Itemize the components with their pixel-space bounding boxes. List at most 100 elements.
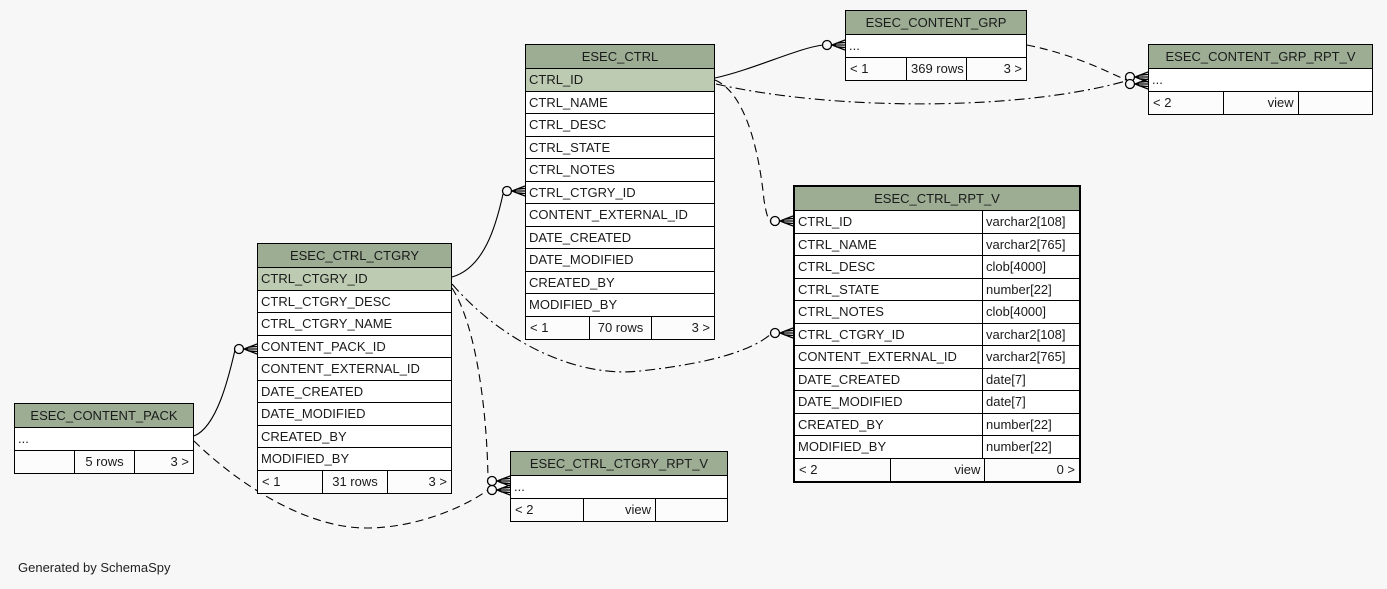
footer-cell: view [583,498,655,521]
column-type: number[22] [982,436,1079,458]
table-title-esec_ctrl[interactable]: ESEC_CTRL [526,45,714,68]
column-name: DATE_MODIFIED [798,394,903,409]
column-name: CTRL_NAME [529,94,608,110]
column-row: CTRL_ID varchar2[108] [795,210,1079,233]
column-row: CTRL_STATE [526,135,714,158]
footer-cell: 3 > [386,470,451,493]
relationship-ctrl-ctgry-ctrl [451,193,504,278]
footer-cell: 70 rows [588,316,652,339]
table-esec_ctrl_ctgry_rpt_v[interactable]: ESEC_CTRL_CTGRY_RPT_V... < 2 view [510,451,728,522]
column-name: DATE_CREATED [261,383,364,399]
column-type: clob[4000] [982,301,1079,323]
relationship-ctrl-ctrl-rpt-v [714,79,772,222]
footer-cell: 369 rows [906,57,966,80]
footer-cell: 0 > [984,458,1079,481]
footer-cell: view [889,458,985,481]
column-row: DATE_MODIFIED [526,248,714,271]
footer-cell: 3 > [966,57,1026,80]
table-title-esec_ctrl_ctgry_rpt_v[interactable]: ESEC_CTRL_CTGRY_RPT_V [511,452,727,475]
column-row: CONTENT_EXTERNAL_ID [526,203,714,226]
column-type: varchar2[765] [982,233,1079,255]
table-title-esec_content_grp[interactable]: ESEC_CONTENT_GRP [846,11,1026,34]
footer-cell: 31 rows [322,470,386,493]
footer-cell [15,451,74,473]
column-name: CTRL_STATE [529,139,611,155]
footer-cell: < 2 [799,461,818,477]
column-row: CTRL_NAME [526,90,714,113]
table-footer: < 2 view [511,497,727,521]
table-title-esec_content_grp_rpt_v[interactable]: ESEC_CONTENT_GRP_RPT_V [1149,45,1372,68]
column-row: CTRL_CTGRY_NAME [258,312,451,335]
column-type: varchar2[108] [982,323,1079,345]
column-name: CREATED_BY [798,416,884,432]
column-row: ... [15,427,193,450]
column-name: CREATED_BY [529,274,615,290]
footer-cell: 3 > [651,316,714,339]
column-name: DATE_CREATED [529,229,632,245]
column-row: CONTENT_PACK_ID [258,334,451,357]
column-type: date[7] [982,391,1079,413]
column-type: clob[4000] [982,256,1079,278]
footer-cell: 3 > [133,450,193,473]
column-name: DATE_MODIFIED [529,252,634,267]
column-name: CTRL_DESC [529,117,607,132]
column-name: MODIFIED_BY [529,297,618,312]
column-row: CTRL_CTGRY_ID varchar2[108] [795,322,1079,345]
column-row: ... [846,34,1026,57]
column-row: DATE_MODIFIED date[7] [795,390,1079,413]
column-name: CONTENT_EXTERNAL_ID [798,349,957,364]
table-title-esec_ctrl_rpt_v[interactable]: ESEC_CTRL_RPT_V [795,187,1079,210]
footer-cell: < 2 [1153,94,1172,110]
column-name: MODIFIED_BY [261,451,350,466]
column-type: varchar2[765] [982,346,1079,368]
column-row: ... [511,475,727,498]
column-name: CTRL_CTGRY_ID [798,326,905,342]
table-title-esec_ctrl_ctgry[interactable]: ESEC_CTRL_CTGRY [258,244,451,267]
relationship-ctrl-ctgry-ctrl-rpt-v [451,283,772,373]
column-type: date[7] [982,368,1079,390]
column-row: DATE_CREATED [526,225,714,248]
column-row: CONTENT_EXTERNAL_ID [258,357,451,380]
column-name: CTRL_ID [798,214,853,229]
column-name: CTRL_NOTES [529,162,615,177]
footer-cell [1297,91,1372,114]
column-type: number[22] [982,413,1079,435]
footer-cell: < 1 [530,319,549,335]
column-row: DATE_CREATED [258,379,451,402]
column-row: DATE_CREATED date[7] [795,367,1079,390]
table-title-esec_content_pack[interactable]: ESEC_CONTENT_PACK [15,404,193,427]
footer-cell: 5 rows [74,450,133,473]
column-row: CTRL_NOTES [526,158,714,181]
column-name: CONTENT_EXTERNAL_ID [261,361,420,376]
column-row: CTRL_CTGRY_ID [526,180,714,203]
column-name: CTRL_DESC [798,259,876,274]
column-type: number[22] [982,278,1079,300]
column-name: ... [18,431,29,446]
column-row: DATE_MODIFIED [258,402,451,425]
column-name: CTRL_CTGRY_DESC [261,293,391,309]
column-row: CREATED_BY [526,270,714,293]
footer-cell: < 2 [515,501,534,517]
column-name: CTRL_STATE [798,281,880,297]
relationship-content-pack-ctrl-ctgry [193,349,236,437]
column-row: CREATED_BY number[22] [795,412,1079,435]
column-name: DATE_CREATED [798,371,901,387]
relationship-content-grp-content-grp-rpt-v [1026,44,1127,81]
column-name: DATE_MODIFIED [261,406,366,421]
column-type: varchar2[108] [982,211,1079,233]
column-row: CTRL_CTGRY_ID [258,267,451,290]
column-name: CONTENT_EXTERNAL_ID [529,207,688,222]
